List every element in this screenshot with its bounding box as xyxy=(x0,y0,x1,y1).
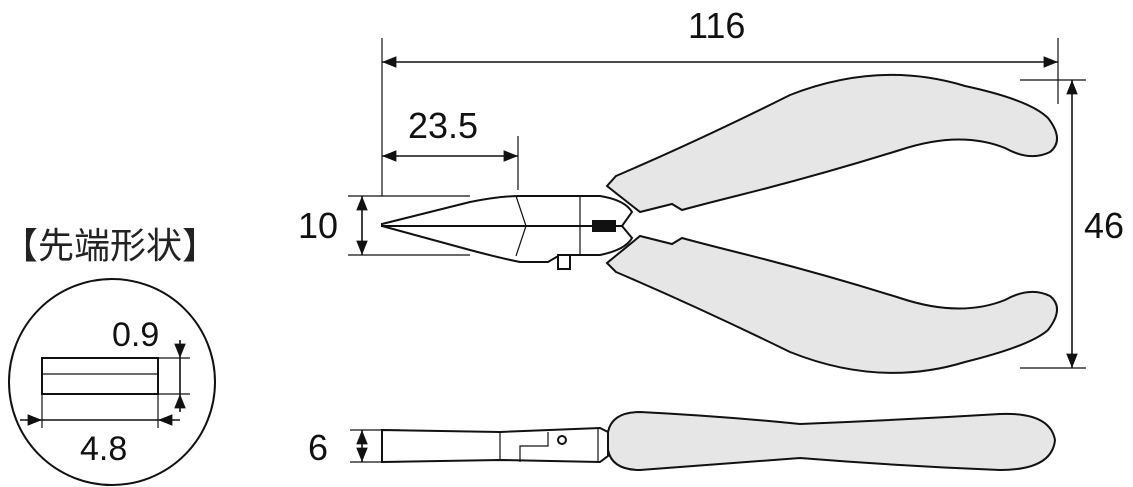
tip-shape-detail: 【先端形状】 0.9 4.8 xyxy=(2,226,218,486)
tip-cross-section xyxy=(41,357,159,395)
jaw-shoulder-lower xyxy=(515,225,527,257)
upper-handle xyxy=(605,73,1058,214)
tip-shape-title: 【先端形状】 xyxy=(2,226,218,267)
overall-height-label: 46 xyxy=(1084,205,1124,246)
side-thickness-label: 6 xyxy=(308,427,328,468)
side-handle xyxy=(607,410,1057,472)
joint-spring xyxy=(592,220,616,232)
side-jaw xyxy=(381,426,609,464)
jaw-shoulder-upper xyxy=(515,195,527,227)
side-rivet xyxy=(557,435,567,445)
upper-jaw-body xyxy=(381,195,634,227)
lower-handle xyxy=(605,234,1058,374)
head-height-label: 10 xyxy=(298,205,338,246)
stop-pin xyxy=(557,254,571,270)
tip-thickness-label: 0.9 xyxy=(112,316,159,354)
pliers-side-view: 6 xyxy=(308,410,1057,472)
pliers-front-view: 116 23.5 10 46 xyxy=(298,5,1124,374)
tip-width-label: 4.8 xyxy=(80,430,127,468)
jaw-length-label: 23.5 xyxy=(408,105,478,146)
overall-length-label: 116 xyxy=(688,5,745,46)
side-joint-step xyxy=(519,432,549,462)
tip-detail-circle xyxy=(8,278,216,486)
